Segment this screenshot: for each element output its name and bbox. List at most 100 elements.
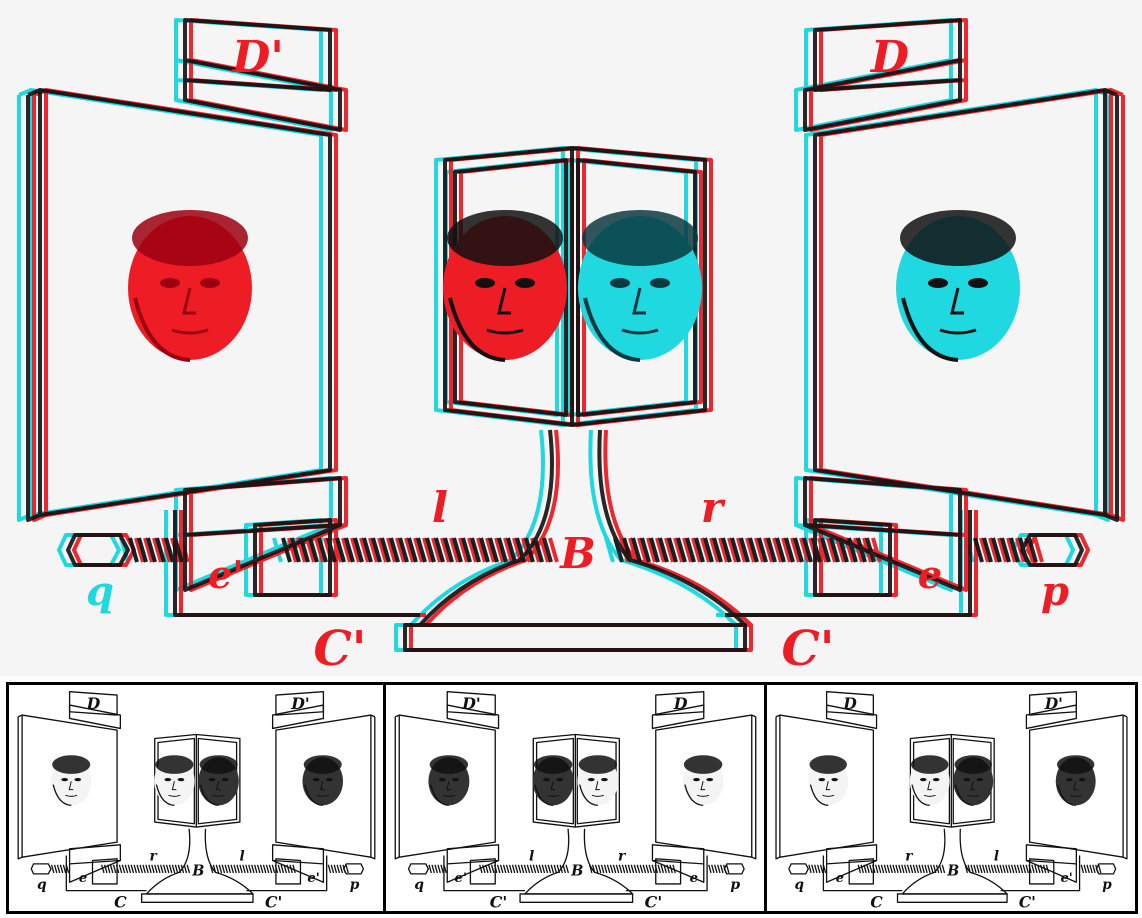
label-p: p: [730, 877, 740, 893]
left-screw-rod: [428, 864, 570, 874]
mirror-left-face: [443, 210, 567, 362]
central-stem: [418, 429, 747, 627]
right-board-face: [682, 755, 724, 807]
left-knob: [407, 863, 430, 875]
left-screw-rod: [50, 864, 191, 874]
label-e-left: e: [836, 871, 844, 886]
left-knob: [788, 863, 809, 875]
left-picture-board: [398, 714, 496, 858]
label-d-left: D: [86, 694, 101, 713]
label-q: q: [37, 877, 47, 893]
label-e-right: e': [1061, 871, 1073, 886]
base-plate: [394, 623, 738, 652]
label-e-right: e': [307, 871, 319, 886]
mirror-left-face: [532, 755, 574, 807]
label-q: q: [794, 877, 804, 893]
label-q: q: [86, 568, 114, 615]
left-board-face: [428, 755, 470, 807]
label-b: B: [559, 529, 596, 578]
base-plate: [896, 893, 1008, 903]
label-e-right: e: [918, 552, 942, 597]
mirror-right-face: [578, 210, 702, 362]
right-picture-board: [1028, 714, 1124, 858]
label-l: r: [149, 848, 158, 864]
label-b: B: [191, 862, 204, 879]
line-art: [775, 691, 1128, 903]
right-knob: [1020, 533, 1084, 567]
label-b: B: [946, 862, 959, 879]
label-d-right: D: [869, 32, 909, 83]
label-c-right: C': [1019, 892, 1036, 911]
right-knob: [343, 863, 365, 875]
label-c-right: C': [265, 892, 282, 911]
label-e-left: e': [208, 552, 244, 597]
central-stem: [901, 828, 1008, 895]
left-knob: [72, 533, 136, 567]
mirror-left-face: [154, 755, 195, 807]
right-picture-board: [275, 714, 372, 858]
left-knob: [66, 533, 130, 567]
label-q: q: [414, 877, 424, 893]
right-picture-board: [813, 88, 1107, 517]
left-screw-rod: [808, 864, 946, 874]
label-d-left: D: [842, 694, 857, 713]
left-picture-board: [21, 714, 118, 858]
label-c-left: C: [870, 892, 883, 911]
label-l: r: [905, 848, 914, 864]
base-plate: [403, 623, 747, 652]
label-e-left: e': [455, 871, 467, 886]
left-board-face: [808, 755, 849, 807]
label-c-left: C: [114, 892, 127, 911]
right-screw-rod: [964, 864, 1102, 874]
left-board-face: [128, 210, 252, 362]
label-r: l: [240, 848, 245, 864]
label-d-right: D: [673, 694, 688, 713]
left-knob: [30, 863, 52, 875]
label-r: l: [994, 848, 999, 864]
label-l: l: [432, 483, 448, 532]
left-picture-board: [779, 714, 874, 858]
label-r: r: [618, 848, 627, 864]
label-c-left: C': [490, 892, 508, 911]
right-board-face: [302, 755, 344, 807]
right-knob: [1095, 863, 1117, 875]
label-d-left: D': [461, 694, 481, 713]
right-board-face: [896, 210, 1020, 362]
mirror-left-face: [909, 755, 950, 807]
base-plate: [140, 893, 254, 903]
right-knob: [1026, 533, 1090, 567]
label-e-right: e: [690, 871, 698, 886]
label-r: r: [701, 483, 726, 532]
label-p: p: [1041, 568, 1069, 615]
line-art: [394, 691, 757, 903]
label-p: p: [350, 877, 360, 893]
label-d-right: D': [290, 694, 309, 713]
label-p: p: [1102, 877, 1112, 893]
left-board-face: [50, 755, 92, 807]
label-d-left: D': [230, 32, 284, 83]
left-picture-board: [38, 88, 332, 517]
label-c-left: C': [314, 621, 367, 676]
right-knob: [723, 863, 745, 875]
label-l: l: [529, 848, 534, 864]
black-layer: [26, 18, 1119, 652]
right-screw-rod: [588, 864, 730, 874]
label-d-right: D': [1044, 694, 1063, 713]
label-b: B: [570, 862, 583, 879]
base-plate: [519, 893, 634, 903]
base-plate: [409, 623, 753, 652]
line-art: [17, 691, 376, 903]
mirror-right-face: [577, 755, 619, 807]
right-screw-rod: [613, 537, 1038, 563]
mirror-right-face: [953, 755, 994, 807]
panel-right-diagram: D D' r lBe e' q pC C': [775, 691, 1128, 911]
central-stem: [524, 828, 634, 895]
